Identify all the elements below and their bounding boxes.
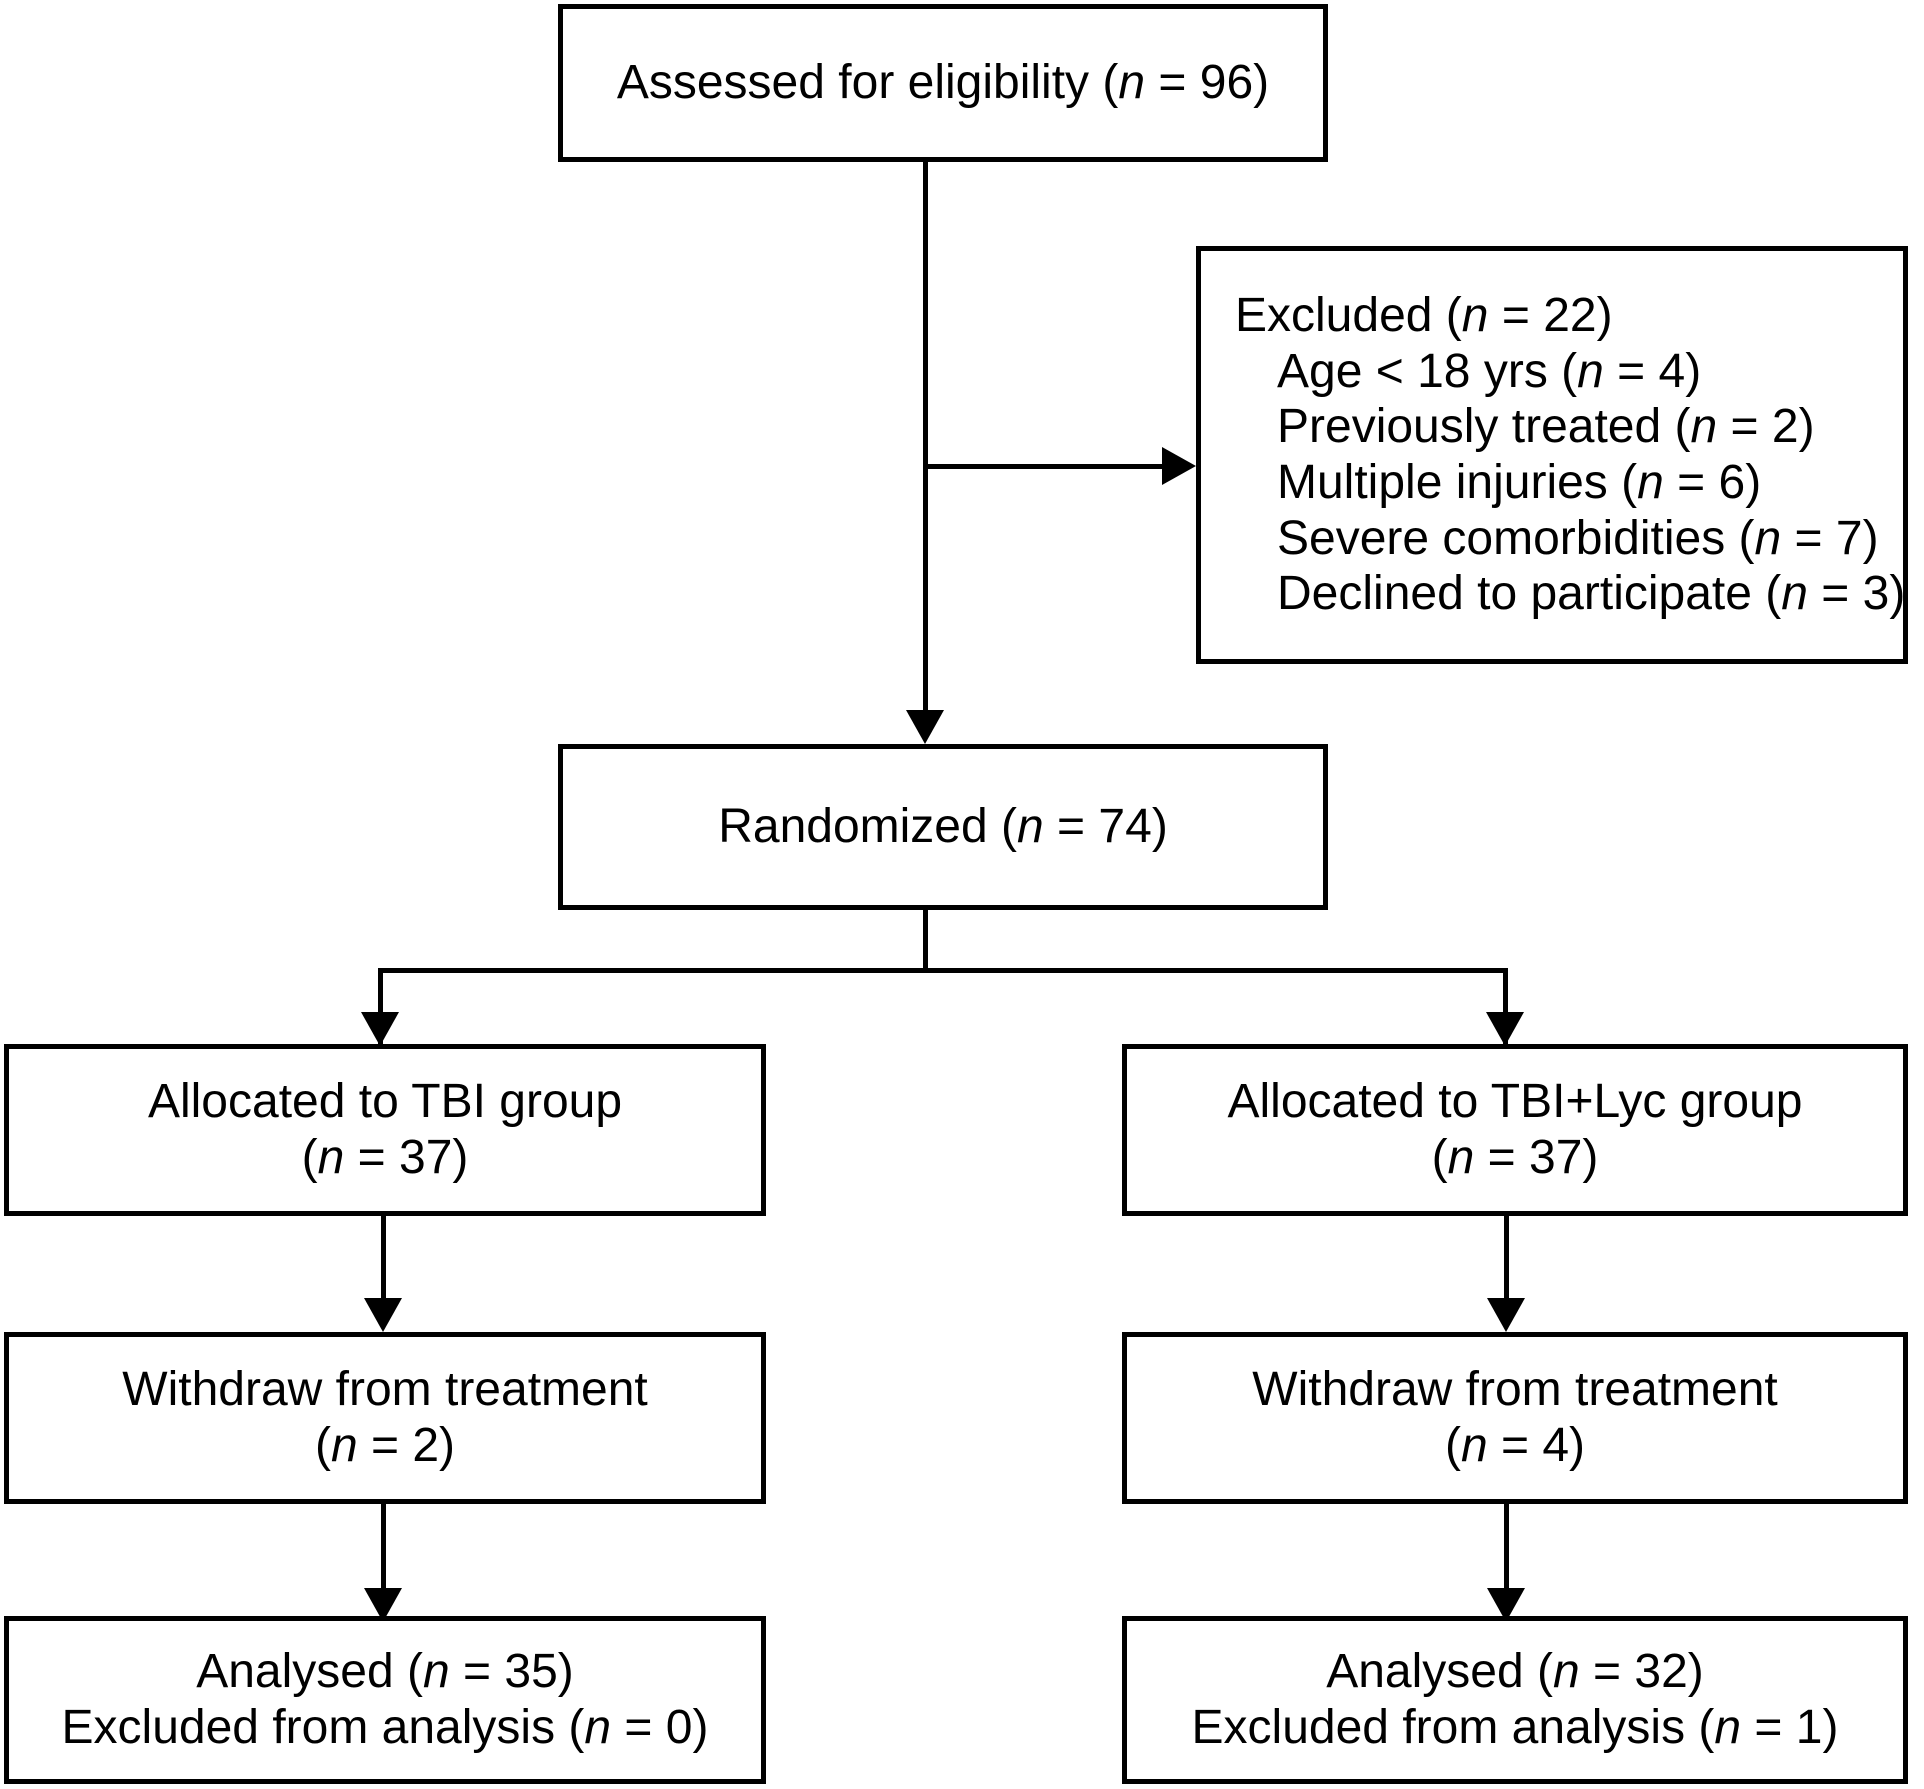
withdraw-right-n-symbol: n: [1460, 1419, 1488, 1472]
connector-right-allocation-to-withdraw: [1504, 1216, 1509, 1300]
analysed-right-excluded-count: = 1): [1741, 1701, 1839, 1754]
node-withdraw-from-treatment-tbi: Withdraw from treatment (n = 2): [4, 1332, 766, 1504]
alloc-right-line-2: (n = 37): [1432, 1130, 1599, 1186]
analysed-left-text: Analysed (: [196, 1645, 423, 1699]
analysed-left-excluded-count: = 0): [611, 1701, 709, 1754]
node-allocated-tbi-lyc-group: Allocated to TBI+Lyc group (n = 37): [1122, 1044, 1908, 1216]
withdraw-left-count: = 2): [357, 1419, 456, 1472]
excluded-reason-multiple-injuries-text: Multiple injuries (: [1277, 456, 1638, 509]
node-analysed-tbi: Analysed (n = 35) Excluded from analysis…: [4, 1616, 766, 1784]
analysed-left-excluded-text: Excluded from analysis (: [61, 1701, 585, 1754]
alloc-left-line-2: (n = 37): [302, 1130, 469, 1186]
arrowhead-to-excluded: [1162, 447, 1196, 485]
connector-enrollment-to-randomized: [923, 162, 928, 714]
analysed-left-n-symbol: n: [423, 1645, 450, 1699]
excluded-reason-multiple-injuries-n-symbol: n: [1637, 456, 1664, 509]
withdraw-left-title: Withdraw from treatment: [122, 1363, 648, 1417]
excluded-reason-previously-treated-text: Previously treated (: [1277, 400, 1691, 454]
alloc-right-n-symbol: n: [1447, 1131, 1475, 1184]
excluded-reason-declined-text: Declined to participate (: [1277, 567, 1782, 621]
excluded-reason-severe-comorbidities-text: Severe comorbidities (: [1277, 511, 1755, 565]
node-withdraw-from-treatment-tbi-lyc: Withdraw from treatment (n = 4): [1122, 1332, 1908, 1504]
excluded-heading-n-symbol: n: [1461, 288, 1489, 342]
connector-to-excluded: [923, 464, 1173, 469]
node-assessed-for-eligibility: Assessed for eligibility (n = 96): [558, 4, 1328, 162]
randomized-n-symbol: n: [1017, 800, 1044, 854]
node-analysed-tbi-lyc: Analysed (n = 32) Excluded from analysis…: [1122, 1616, 1908, 1784]
alloc-left-n-symbol: n: [317, 1131, 345, 1184]
excluded-heading-text: Excluded (: [1235, 288, 1462, 342]
excluded-reason-multiple-injuries: Multiple injuries (n = 6): [1235, 455, 1761, 511]
excluded-reason-age-text: Age < 18 yrs (: [1277, 344, 1578, 398]
withdraw-left-paren: (: [314, 1419, 331, 1472]
analysed-right-excluded-n-symbol: n: [1714, 1701, 1742, 1754]
arrowhead-left-withdraw: [364, 1298, 402, 1332]
excluded-reason-previously-treated-n-symbol: n: [1690, 400, 1718, 454]
connector-right-withdraw-to-analysed: [1504, 1504, 1509, 1594]
alloc-right-count: = 37): [1474, 1131, 1599, 1184]
excluded-reason-severe-comorbidities: Severe comorbidities (n = 7): [1235, 511, 1879, 567]
excluded-reason-age-n-symbol: n: [1577, 344, 1604, 398]
analysed-left-line-1: Analysed (n = 35): [196, 1644, 574, 1700]
withdraw-right-paren: (: [1444, 1419, 1461, 1472]
excluded-reason-previously-treated: Previously treated (n = 2): [1235, 399, 1815, 455]
analysed-left-excluded-n-symbol: n: [584, 1701, 612, 1754]
assessed-count: = 96): [1145, 56, 1270, 110]
excluded-reason-severe-comorbidities-count: = 7): [1781, 511, 1879, 565]
node-allocated-tbi-group: Allocated to TBI group (n = 37): [4, 1044, 766, 1216]
excluded-reason-declined-count: = 3): [1807, 567, 1906, 621]
arrowhead-right-withdraw: [1487, 1298, 1525, 1332]
alloc-right-paren: (: [1431, 1131, 1448, 1184]
analysed-left-count: = 35): [449, 1645, 574, 1699]
alloc-left-paren: (: [301, 1131, 318, 1184]
analysed-right-excluded-text: Excluded from analysis (: [1191, 1701, 1715, 1754]
connector-randomized-to-right-allocation: [1503, 968, 1508, 1044]
excluded-reason-age-count: = 4): [1603, 344, 1702, 398]
arrowhead-to-left-allocation: [361, 1012, 399, 1046]
withdraw-right-title: Withdraw from treatment: [1252, 1363, 1778, 1417]
assessed-for-eligibility-line-1: Assessed for eligibility (n = 96): [617, 55, 1269, 111]
excluded-reason-declined: Declined to participate (n = 3): [1235, 566, 1905, 622]
withdraw-right-line-2: (n = 4): [1445, 1418, 1585, 1474]
randomized-text: Randomized (: [718, 800, 1018, 854]
excluded-reason-age: Age < 18 yrs (n = 4): [1235, 344, 1701, 400]
excluded-heading-count: = 22): [1488, 288, 1613, 342]
node-randomized: Randomized (n = 74): [558, 744, 1328, 910]
randomized-line-1: Randomized (n = 74): [718, 799, 1168, 855]
excluded-heading: Excluded (n = 22): [1235, 288, 1613, 344]
analysed-right-text: Analysed (: [1326, 1645, 1553, 1699]
alloc-left-count: = 37): [344, 1131, 469, 1184]
alloc-left-line-1: Allocated to TBI group: [148, 1074, 622, 1130]
connector-randomized-split: [378, 968, 1508, 973]
connector-left-allocation-to-withdraw: [381, 1216, 386, 1300]
analysed-right-count: = 32): [1579, 1645, 1704, 1699]
analysed-right-line-2: Excluded from analysis (n = 1): [1192, 1700, 1839, 1756]
withdraw-right-count: = 4): [1487, 1419, 1586, 1472]
withdraw-left-n-symbol: n: [330, 1419, 358, 1472]
connector-randomized-stem: [923, 910, 928, 972]
withdraw-left-line-1: Withdraw from treatment: [122, 1362, 647, 1418]
excluded-reason-severe-comorbidities-n-symbol: n: [1754, 511, 1782, 565]
assessed-text: Assessed for eligibility (: [616, 56, 1119, 110]
node-excluded: Excluded (n = 22) Age < 18 yrs (n = 4) P…: [1196, 246, 1908, 664]
excluded-reason-declined-n-symbol: n: [1781, 567, 1808, 621]
excluded-reason-previously-treated-count: = 2): [1717, 400, 1815, 454]
randomized-count: = 74): [1043, 800, 1168, 854]
withdraw-right-line-1: Withdraw from treatment: [1252, 1362, 1777, 1418]
withdraw-left-line-2: (n = 2): [315, 1418, 455, 1474]
connector-left-withdraw-to-analysed: [381, 1504, 386, 1594]
analysed-left-line-2: Excluded from analysis (n = 0): [62, 1700, 709, 1756]
arrowhead-to-randomized: [906, 710, 944, 744]
assessed-n-symbol: n: [1118, 56, 1146, 110]
alloc-right-line-1: Allocated to TBI+Lyc group: [1227, 1074, 1802, 1130]
connector-randomized-to-left-allocation: [378, 968, 383, 1044]
alloc-right-title: Allocated to TBI+Lyc group: [1227, 1075, 1803, 1129]
analysed-right-line-1: Analysed (n = 32): [1326, 1644, 1704, 1700]
analysed-right-n-symbol: n: [1553, 1645, 1580, 1699]
arrowhead-to-right-allocation: [1486, 1012, 1524, 1046]
alloc-left-title: Allocated to TBI group: [147, 1075, 623, 1129]
excluded-reason-multiple-injuries-count: = 6): [1663, 456, 1762, 509]
